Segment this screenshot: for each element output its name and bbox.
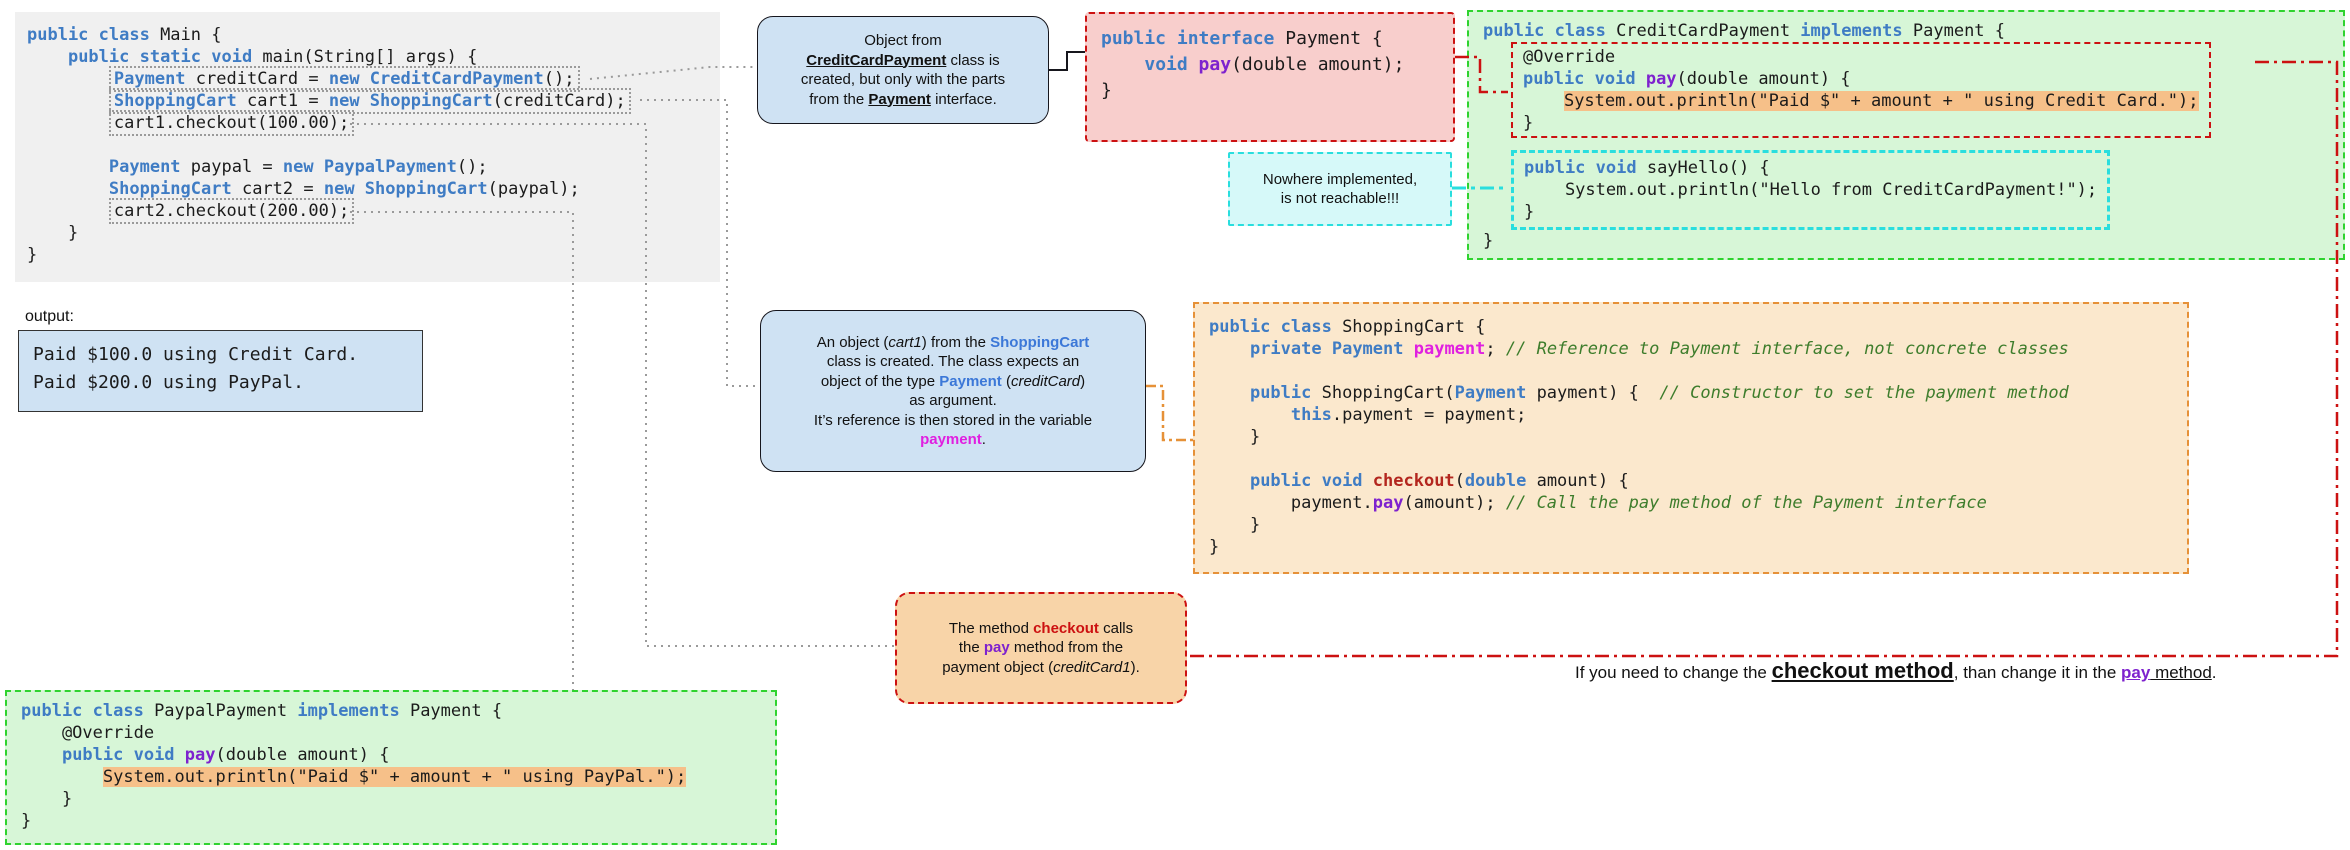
shoppingcart-code: public class ShoppingCart { private Paym…	[1209, 317, 2069, 557]
paypalpayment-class-box: public class PaypalPayment implements Pa…	[5, 690, 777, 845]
payment-interface-box: public interface Payment { void pay(doub…	[1085, 12, 1455, 142]
shoppingcart-class-box: public class ShoppingCart { private Paym…	[1193, 302, 2189, 574]
console-output-box: Paid $100.0 using Credit Card.Paid $200.…	[18, 330, 423, 412]
connector-cart1-callout-to-shoppingcart-box	[1146, 384, 1193, 442]
payment-interface-code: public interface Payment { void pay(doub…	[1101, 28, 1405, 101]
connector-object-callout-to-interface	[1049, 51, 1085, 71]
creditcardpayment-tail-code: }	[1483, 231, 1494, 251]
output-label: output:	[25, 308, 74, 325]
paypalpayment-code: public class PaypalPayment implements Pa…	[21, 701, 687, 831]
creditcardpayment-class-box: public class CreditCardPayment implement…	[1467, 10, 2345, 260]
creditcardpayment-head-code: public class CreditCardPayment implement…	[1483, 21, 2006, 41]
sayhello-unreachable-rect: public void sayHello() { System.out.prin…	[1511, 150, 2111, 230]
main-class-code-panel: public class Main { public static void m…	[15, 12, 720, 282]
connector-checkout2-to-paypal-box	[350, 211, 574, 690]
change-checkout-note: If you need to change the checkout metho…	[1575, 658, 2217, 683]
not-reachable-callout: Nowhere implemented,is not reachable!!!	[1228, 152, 1452, 226]
